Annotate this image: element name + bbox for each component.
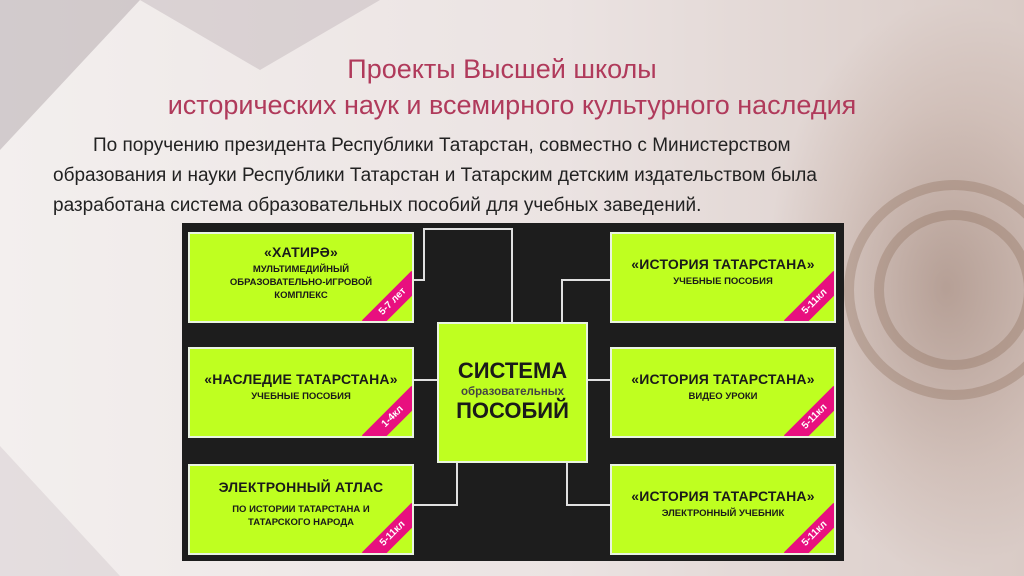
- slide-title-line-1: Проекты Высшей школы: [347, 54, 657, 84]
- box-subtitle: ВИДЕО УРОКИ: [688, 391, 758, 402]
- center-line-1: СИСТЕМА: [457, 358, 568, 383]
- box-title: ЭЛЕКТРОННЫЙ АТЛАС: [218, 479, 384, 495]
- box-subtitle: ЭЛЕКТРОННЫЙ УЧЕБНИК: [661, 508, 785, 519]
- project-box-history-video: «ИСТОРИЯ ТАТАРСТАНА» ВИДЕО УРОКИ 5-11кл: [610, 347, 836, 438]
- center-line-3: ПОСОБИЙ: [456, 398, 569, 423]
- education-system-diagram: «ХАТИРӘ» МУЛЬТИМЕДИЙНЫЙ ОБРАЗОВАТЕЛЬНО-И…: [182, 223, 844, 561]
- box-subtitle: ПО ИСТОРИИ ТАТАРСТАНА И ТАТАРСКОГО НАРОД…: [232, 504, 370, 528]
- project-box-history-textbooks: «ИСТОРИЯ ТАТАРСТАНА» УЧЕБНЫЕ ПОСОБИЯ 5-1…: [610, 232, 836, 323]
- box-subtitle: УЧЕБНЫЕ ПОСОБИЯ: [251, 391, 351, 402]
- slide-title-line-2: исторических наук и всемирного культурно…: [167, 90, 857, 120]
- intro-paragraph: По поручению президента Республики Татар…: [53, 131, 1003, 221]
- connector-left-top: [410, 228, 513, 322]
- box-subtitle: МУЛЬТИМЕДИЙНЫЙ ОБРАЗОВАТЕЛЬНО-ИГРОВОЙ КО…: [229, 264, 373, 301]
- project-box-khatire: «ХАТИРӘ» МУЛЬТИМЕДИЙНЫЙ ОБРАЗОВАТЕЛЬНО-И…: [188, 232, 414, 323]
- connector-right-top: [561, 279, 610, 322]
- decor-ring: [874, 210, 1024, 370]
- box-title: «НАСЛЕДИЕ ТАТАРСТАНА»: [204, 371, 398, 387]
- project-box-atlas: ЭЛЕКТРОННЫЙ АТЛАС ПО ИСТОРИИ ТАТАРСТАНА …: [188, 464, 414, 555]
- center-box-system: СИСТЕМА образовательных ПОСОБИЙ: [437, 322, 588, 463]
- decor-triangle: [0, 446, 120, 576]
- intro-line-2: образования и науки Республики Татарстан…: [53, 165, 817, 186]
- project-box-nasledie: «НАСЛЕДИЕ ТАТАРСТАНА» УЧЕБНЫЕ ПОСОБИЯ 1-…: [188, 347, 414, 438]
- center-line-2: образовательных: [460, 386, 565, 398]
- intro-line-3: разработана система образовательных посо…: [53, 195, 702, 216]
- box-title: «ХАТИРӘ»: [263, 244, 339, 260]
- box-subtitle: УЧЕБНЫЕ ПОСОБИЯ: [673, 276, 773, 287]
- box-title: «ИСТОРИЯ ТАТАРСТАНА»: [631, 256, 815, 272]
- project-box-history-ebook: «ИСТОРИЯ ТАТАРСТАНА» ЭЛЕКТРОННЫЙ УЧЕБНИК…: [610, 464, 836, 555]
- connector-lines: [410, 228, 610, 506]
- intro-line-1: По поручению президента Республики Татар…: [93, 135, 791, 156]
- box-title: «ИСТОРИЯ ТАТАРСТАНА»: [631, 488, 815, 504]
- connector-right-bottom: [566, 463, 610, 506]
- connector-left-bottom: [410, 463, 458, 506]
- box-title: «ИСТОРИЯ ТАТАРСТАНА»: [631, 371, 815, 387]
